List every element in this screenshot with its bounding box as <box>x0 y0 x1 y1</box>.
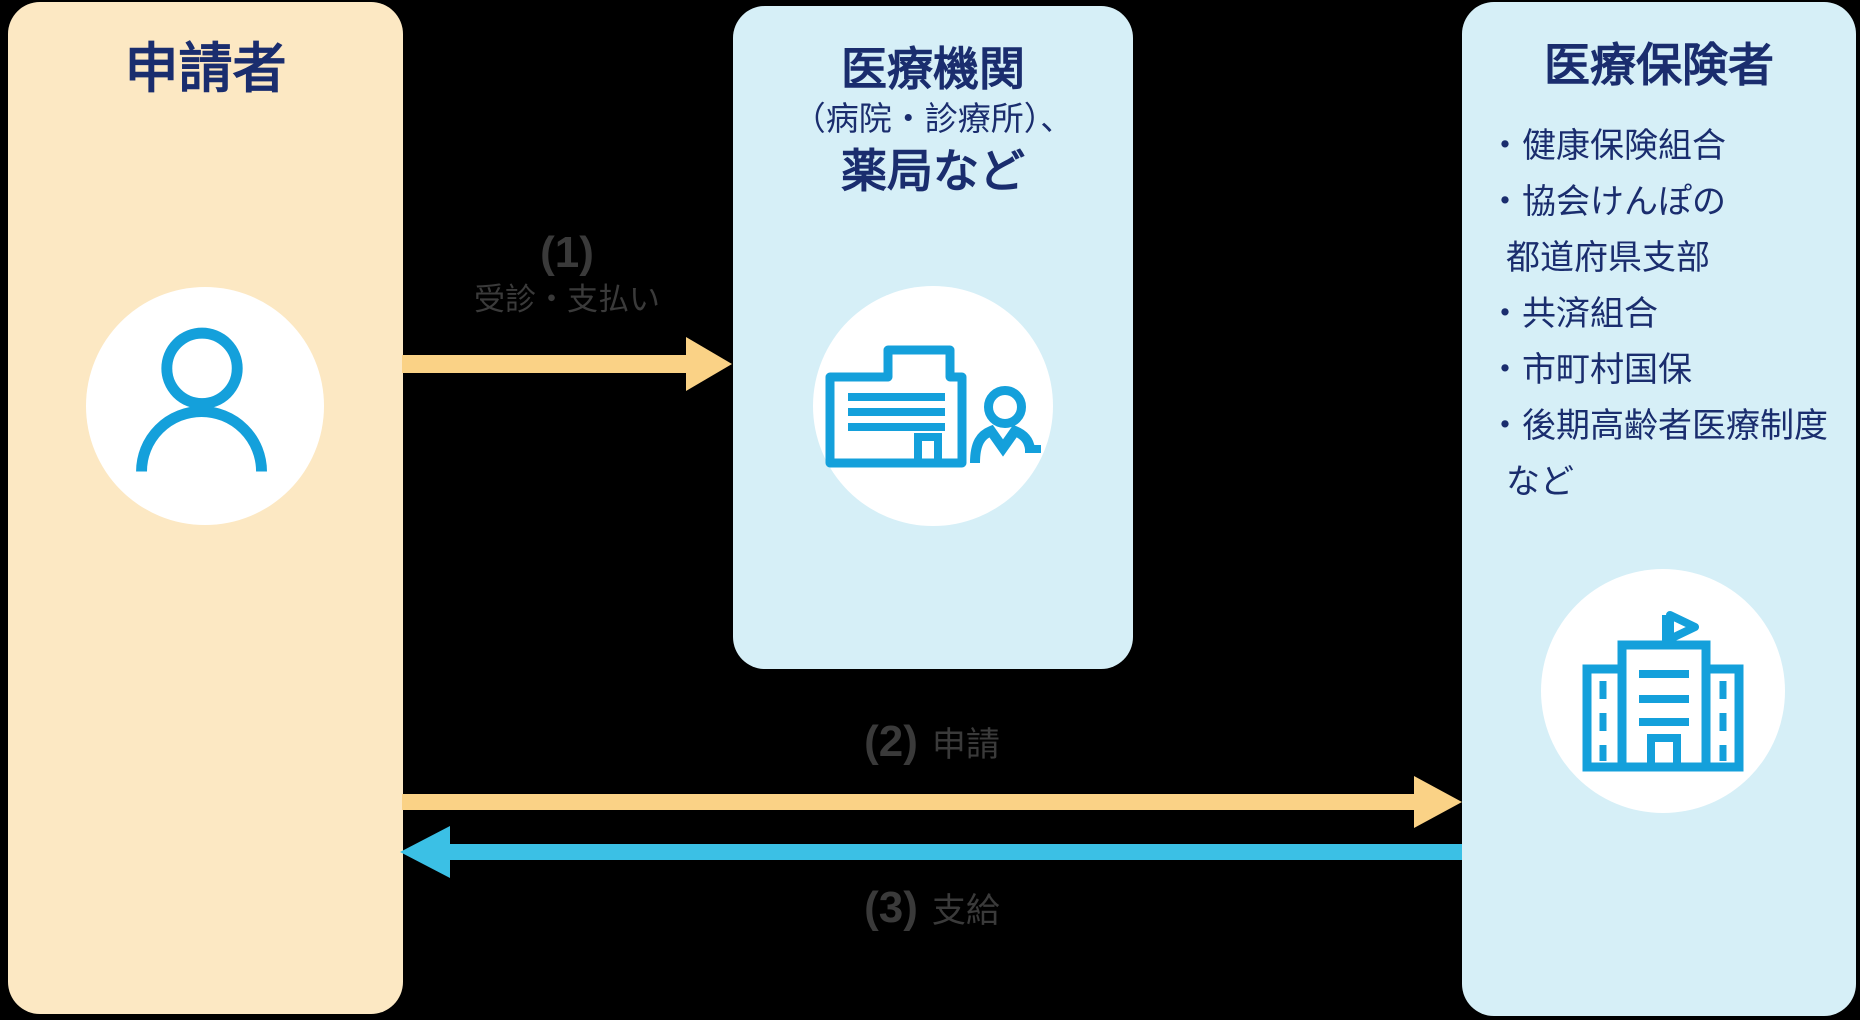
insurer-list-item: ・健康保険組合 <box>1488 127 1726 165</box>
insurer-list: ・健康保険組合 ・協会けんぽの 都道府県支部 ・共済組合 ・市町村国保 ・後期高… <box>1488 118 1848 510</box>
insurer-list-item: ・市町村国保 <box>1488 351 1692 389</box>
insurer-title: 医療保険者 <box>1544 39 1774 91</box>
arrow3-text: 支給 <box>931 892 1000 930</box>
panel-applicant: 申請者 <box>8 2 403 1014</box>
arrow2-text: 申請 <box>931 726 1000 764</box>
arrow-left-blue-3 <box>400 826 1462 878</box>
applicant-title: 申請者 <box>124 39 287 99</box>
medical-title: 医療機関 <box>841 43 1025 95</box>
arrow3-label: (3) 支給 <box>402 882 1462 934</box>
insurer-list-item: ・協会けんぽの <box>1488 183 1726 221</box>
arrow1-number: (1) <box>540 228 594 277</box>
insurer-list-item-cont: 都道府県支部 <box>1506 239 1710 277</box>
arrow1-label: (1) 受診・支払い <box>402 228 732 320</box>
applicant-icon-circle <box>86 287 324 525</box>
arrow2-number: (2) <box>864 717 918 766</box>
medical-title2: 薬局など <box>841 145 1025 197</box>
arrow3-number: (3) <box>864 883 918 932</box>
medical-icon-circle <box>813 286 1053 526</box>
insurer-list-item-cont: など <box>1506 463 1574 501</box>
arrow-right-yellow-1 <box>402 337 732 391</box>
panel-medical: 医療機関 （病院・診療所）、 薬局など <box>733 6 1133 669</box>
building-flag-icon <box>1582 611 1744 772</box>
medical-subtitle: （病院・診療所）、 <box>792 100 1074 137</box>
person-icon <box>136 327 267 472</box>
insurer-icon-circle <box>1541 569 1785 813</box>
arrow-right-yellow-2 <box>402 776 1462 828</box>
arrow2-label: (2) 申請 <box>402 716 1462 768</box>
insurer-list-item: ・後期高齢者医療制度 <box>1488 407 1828 445</box>
arrow1-text: 受診・支払い <box>474 282 660 317</box>
panel-insurer: 医療保険者 ・健康保険組合 ・協会けんぽの 都道府県支部 ・共済組合 ・市町村国… <box>1462 2 1856 1016</box>
hospital-doctor-icon <box>825 345 1041 468</box>
insurer-list-item: ・共済組合 <box>1488 295 1658 333</box>
